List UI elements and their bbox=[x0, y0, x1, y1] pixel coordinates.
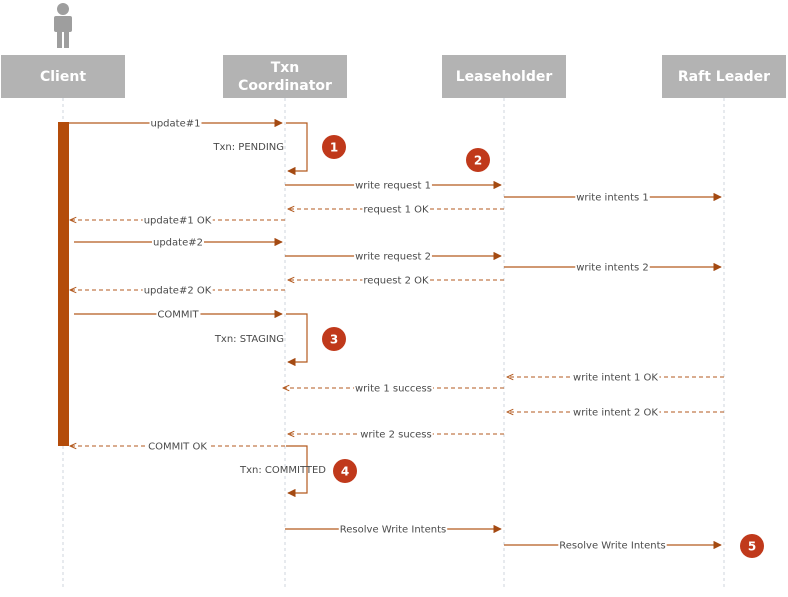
message-label: request 1 OK bbox=[363, 205, 429, 216]
message-label: update#2 OK bbox=[144, 286, 212, 297]
message-label: Resolve Write Intents bbox=[559, 541, 665, 552]
person-icon bbox=[54, 3, 72, 48]
message-6: update#1 OK bbox=[70, 215, 285, 227]
message-label: write intents 2 bbox=[576, 263, 649, 274]
label-background bbox=[354, 180, 432, 192]
message-label: Txn: PENDING bbox=[212, 142, 284, 153]
label-background bbox=[359, 429, 433, 441]
badge-circle bbox=[740, 534, 764, 558]
message-label: Txn: STAGING bbox=[214, 334, 284, 345]
message-label: Txn: COMMITTED bbox=[239, 465, 326, 476]
activations bbox=[58, 122, 69, 446]
message-label: write 1 success bbox=[355, 384, 432, 395]
label-background bbox=[362, 204, 431, 216]
label-background bbox=[338, 524, 448, 536]
message-label: COMMIT OK bbox=[148, 442, 207, 453]
message-12: COMMIT bbox=[74, 309, 283, 321]
message-10: request 2 OK bbox=[288, 275, 504, 287]
message-label: write intent 1 OK bbox=[573, 373, 658, 384]
label-background bbox=[152, 237, 204, 249]
participant-header-client: Client bbox=[1, 55, 125, 98]
label-background bbox=[558, 540, 667, 552]
badge-number: 2 bbox=[474, 154, 482, 168]
lifelines bbox=[62, 98, 725, 590]
message-21: Resolve Write Intents bbox=[504, 540, 722, 552]
participant-header-leaseholder: Leaseholder bbox=[442, 55, 566, 98]
message-label: write request 1 bbox=[355, 181, 431, 192]
label-background bbox=[362, 275, 431, 287]
step-badge-3: 3 bbox=[322, 327, 346, 351]
badge-circle bbox=[333, 459, 357, 483]
message-label: update#1 bbox=[151, 119, 201, 130]
label-background bbox=[572, 407, 660, 419]
participant-header-txn: Txn Coordinator bbox=[223, 55, 347, 98]
message-label: update#2 bbox=[153, 238, 203, 249]
self-message-arrow bbox=[286, 122, 308, 176]
label-background bbox=[149, 118, 202, 130]
message-11: update#2 OK bbox=[70, 285, 285, 297]
label-background bbox=[142, 285, 213, 297]
self-message-arrow bbox=[286, 313, 308, 367]
badge-circle bbox=[322, 135, 346, 159]
badge-number: 5 bbox=[748, 540, 756, 554]
step-badge-1: 1 bbox=[322, 135, 346, 159]
message-2: Txn: PENDING bbox=[212, 122, 308, 176]
message-1: update#1 bbox=[69, 118, 283, 130]
label-background bbox=[575, 262, 650, 274]
message-14: write intent 1 OK bbox=[507, 372, 724, 384]
label-background bbox=[142, 215, 213, 227]
badge-number: 4 bbox=[341, 465, 349, 479]
message-17: write 2 sucess bbox=[288, 429, 504, 441]
label-background bbox=[572, 372, 660, 384]
label-background bbox=[354, 383, 433, 395]
label-background bbox=[156, 309, 201, 321]
message-label: write request 2 bbox=[355, 252, 431, 263]
client-activation-bar bbox=[58, 122, 69, 446]
message-3: write request 1 bbox=[285, 180, 502, 192]
message-5: request 1 OK bbox=[288, 204, 504, 216]
message-label: COMMIT bbox=[157, 310, 199, 321]
message-label: write 2 sucess bbox=[360, 430, 431, 441]
badge-circle bbox=[466, 148, 490, 172]
self-message-arrow bbox=[286, 445, 308, 498]
message-label: write intent 2 OK bbox=[573, 408, 658, 419]
message-13: Txn: STAGING bbox=[214, 313, 308, 367]
badge-number: 1 bbox=[330, 141, 338, 155]
actor bbox=[54, 3, 72, 48]
participant-header-raft: Raft Leader bbox=[662, 55, 786, 98]
label-background bbox=[354, 251, 432, 263]
step-badge-4: 4 bbox=[333, 459, 357, 483]
message-9: write intents 2 bbox=[504, 262, 722, 274]
label-background bbox=[575, 192, 650, 204]
step-badge-5: 5 bbox=[740, 534, 764, 558]
message-label: request 2 OK bbox=[363, 276, 429, 287]
message-15: write 1 success bbox=[283, 383, 504, 395]
message-20: Resolve Write Intents bbox=[285, 524, 502, 536]
message-4: write intents 1 bbox=[504, 192, 722, 204]
badge-circle bbox=[322, 327, 346, 351]
message-7: update#2 bbox=[74, 237, 283, 249]
message-label: update#1 OK bbox=[144, 216, 212, 227]
message-16: write intent 2 OK bbox=[507, 407, 724, 419]
message-18: COMMIT OK bbox=[70, 441, 285, 453]
badge-number: 3 bbox=[330, 333, 338, 347]
message-8: write request 2 bbox=[285, 251, 502, 263]
step-badge-2: 2 bbox=[466, 148, 490, 172]
message-label: write intents 1 bbox=[576, 193, 649, 204]
message-label: Resolve Write Intents bbox=[340, 525, 446, 536]
step-badges: 1 2 3 4 5 bbox=[322, 135, 764, 558]
message-19: Txn: COMMITTED bbox=[239, 445, 326, 498]
label-background bbox=[147, 441, 209, 453]
